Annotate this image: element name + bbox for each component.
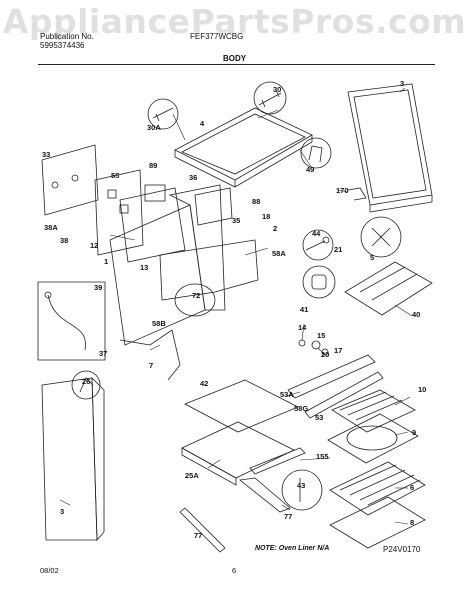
part-label: 3 xyxy=(400,79,404,88)
part-label: 44 xyxy=(312,229,321,238)
part-label: 30A xyxy=(147,123,161,132)
part-label: 10 xyxy=(418,385,426,394)
part-label: 72 xyxy=(192,291,200,300)
trim-155 xyxy=(249,447,306,475)
model-number: FEF377WCBG xyxy=(190,32,244,41)
part-label: 33 xyxy=(42,150,50,159)
oven-rack-6 xyxy=(329,461,426,516)
footer-date: 08/02 xyxy=(40,566,59,575)
part-label: 38 xyxy=(60,236,68,245)
control-panel-55 xyxy=(94,169,144,256)
callout-bracket-5 xyxy=(360,216,402,258)
part-label: 12 xyxy=(90,241,98,250)
broiler-pan-40 xyxy=(344,261,433,316)
leader-lines xyxy=(59,87,413,525)
rack-rails xyxy=(287,354,384,419)
part-label: 53A xyxy=(280,390,294,399)
part-label: 7 xyxy=(149,361,153,370)
part-label: 8 xyxy=(410,518,414,527)
part-label: 6 xyxy=(410,483,414,492)
part-label: 4 xyxy=(200,119,205,128)
broiler-pan-9 xyxy=(327,413,419,464)
callout-bolt-44 xyxy=(302,229,334,261)
part-label: 49 xyxy=(306,165,314,174)
part-label: 21 xyxy=(334,245,342,254)
part-label: 38A xyxy=(44,223,58,232)
part-label: 170 xyxy=(336,186,349,195)
header-rule xyxy=(38,64,435,65)
side-bracket-33 xyxy=(41,144,99,216)
oven-bottom-42 xyxy=(184,379,299,433)
part-label: 53 xyxy=(315,413,323,422)
callout-clip-26 xyxy=(71,370,101,400)
callout-clip-49 xyxy=(300,137,332,169)
callout-bracket-30 xyxy=(253,81,287,115)
part-label: 25A xyxy=(185,471,199,480)
diagram-reference: P24V0170 xyxy=(383,545,421,554)
side-panel-3 xyxy=(41,377,105,542)
part-label: 37 xyxy=(99,349,107,358)
trim-77 xyxy=(239,477,291,513)
part-label: 58G xyxy=(294,404,308,413)
broiler-insert-10 xyxy=(331,389,416,433)
main-body-frame xyxy=(109,184,259,346)
callout-cord-39 xyxy=(37,281,106,361)
part-label: 88 xyxy=(252,197,260,206)
part-label: 14 xyxy=(298,323,307,332)
part-label: 3 xyxy=(60,507,64,516)
publication-label: Publication No. xyxy=(40,32,94,41)
part-label: 55 xyxy=(111,171,119,180)
element-7 xyxy=(119,329,181,381)
part-label: 36 xyxy=(189,173,197,182)
part-label: 1 xyxy=(104,257,108,266)
top-panel-part xyxy=(174,107,313,188)
part-label: 77 xyxy=(284,512,292,521)
part-label: 155 xyxy=(316,452,329,461)
bracket-170 xyxy=(347,187,367,201)
callout-bracket-30a xyxy=(147,98,179,130)
part-label: 42 xyxy=(200,379,208,388)
part-label: 13 xyxy=(140,263,148,272)
callout-bolt-43 xyxy=(281,469,323,511)
footer-note: NOTE: Oven Liner N/A xyxy=(255,545,330,552)
part-label: 15 xyxy=(317,331,325,340)
part-label: 77 xyxy=(194,531,202,540)
back-panel-part xyxy=(347,83,433,213)
part-label: 9 xyxy=(412,428,416,437)
oven-rack-8 xyxy=(329,496,426,549)
callout-knob-21 xyxy=(302,265,336,299)
part-label: 26 xyxy=(82,377,90,386)
publication-number: 5995374436 xyxy=(40,41,85,50)
part-label: 43 xyxy=(297,481,305,490)
part-label: 5 xyxy=(370,253,374,262)
part-label: 2 xyxy=(273,224,277,233)
section-title: BODY xyxy=(222,54,247,63)
part-label: 58A xyxy=(272,249,286,258)
part-label: 30 xyxy=(273,85,281,94)
trim-77-bottom xyxy=(179,507,226,553)
part-label: 58B xyxy=(152,319,166,328)
part-label: 35 xyxy=(232,216,240,225)
part-label: 89 xyxy=(149,161,157,170)
part-label: 40 xyxy=(412,310,420,319)
part-label: 41 xyxy=(300,305,308,314)
oven-bottom-25a xyxy=(181,421,295,486)
part-label: 39 xyxy=(94,283,102,292)
part-label: 20 xyxy=(321,350,329,359)
part-label: 17 xyxy=(334,346,342,355)
part-label: 18 xyxy=(262,212,270,221)
footer-page-number: 6 xyxy=(232,566,237,575)
